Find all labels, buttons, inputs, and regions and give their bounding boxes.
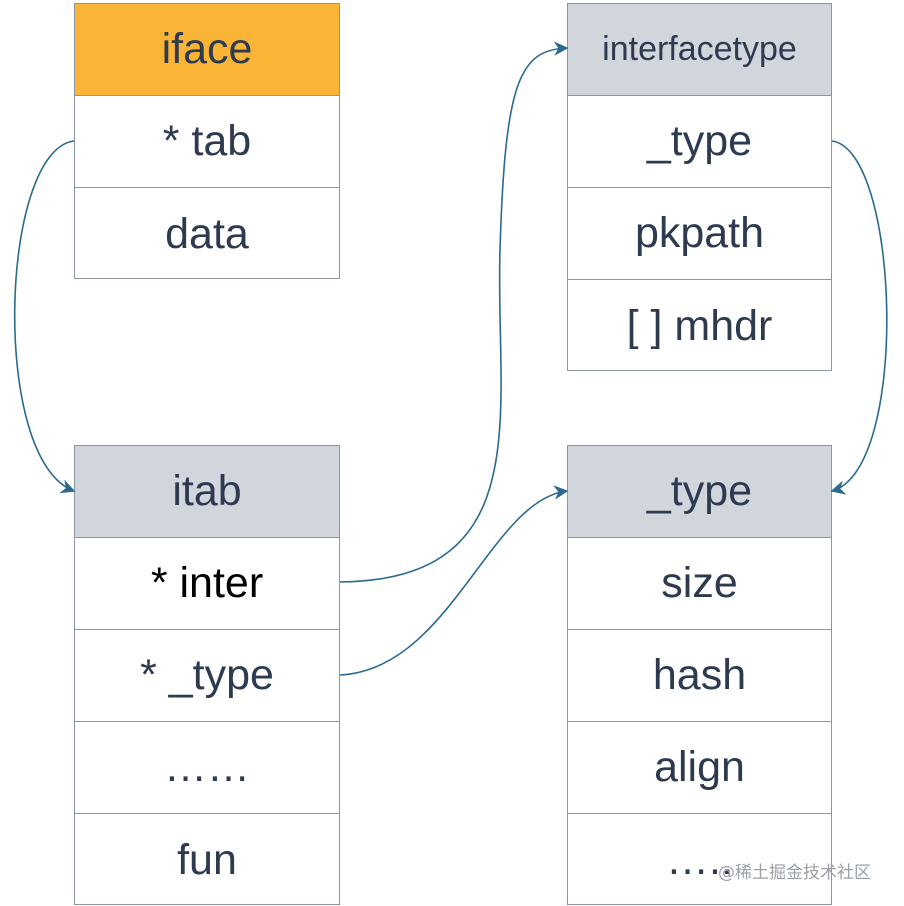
- type-field-size: size: [568, 538, 831, 630]
- itab-field-type: * _type: [75, 630, 339, 722]
- arrow-tab-to-itab: [13, 140, 76, 494]
- iface-struct: iface * tab data: [74, 3, 340, 279]
- itab-field-ellipsis: ……: [75, 722, 339, 814]
- type-field-ellipsis: …..: [666, 835, 733, 884]
- type-field-align: align: [568, 722, 831, 814]
- type-field-hash: hash: [568, 630, 831, 722]
- type-struct: _type size hash align …..: [567, 445, 832, 905]
- iface-field-tab: * tab: [75, 96, 339, 188]
- type-header: _type: [568, 446, 831, 538]
- itab-header: itab: [75, 446, 339, 538]
- itab-field-inter: * inter: [75, 538, 339, 630]
- arrow-interfacetype-type-to-type: [830, 140, 888, 495]
- interfacetype-struct: interfacetype _type pkpath [ ] mhdr: [567, 3, 832, 371]
- interfacetype-field-mhdr: [ ] mhdr: [626, 301, 773, 350]
- itab-field-fun: fun: [177, 835, 237, 884]
- watermark: @稀土掘金技术社区: [718, 863, 871, 883]
- iface-header: iface: [75, 4, 339, 96]
- interfacetype-field-type: _type: [568, 96, 831, 188]
- iface-field-data: data: [165, 209, 249, 258]
- arrow-inter-to-interfacetype: [339, 41, 569, 583]
- interfacetype-header: interfacetype: [568, 4, 831, 96]
- interfacetype-field-pkpath: pkpath: [568, 188, 831, 280]
- itab-struct: itab * inter * _type …… fun: [74, 445, 340, 905]
- arrow-type-to-type: [339, 485, 569, 676]
